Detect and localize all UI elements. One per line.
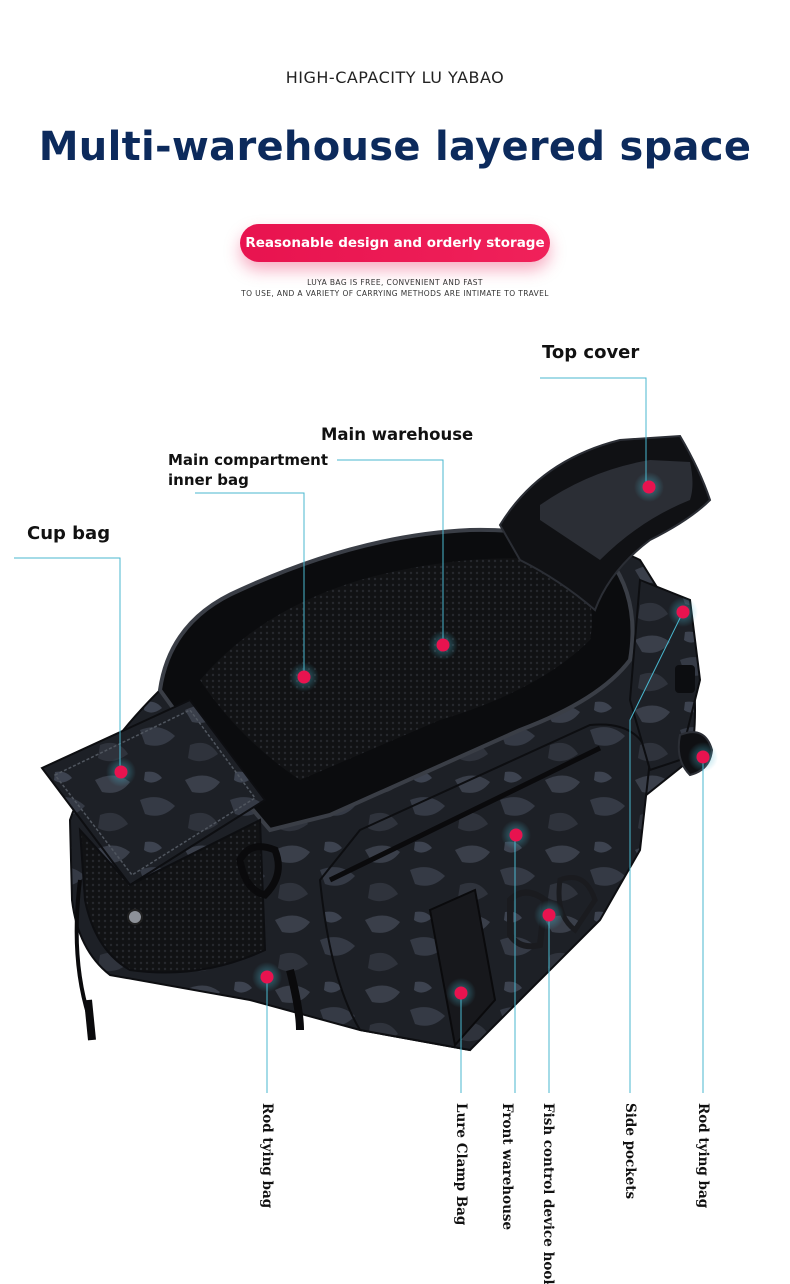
label-rod-tying-right: Rod tying bag (695, 1103, 711, 1209)
label-fish-control-line-1: Fish control device (540, 1103, 556, 1247)
dot-top-cover (634, 472, 664, 502)
description-line-1: LUYA BAG IS FREE, CONVENIENT AND FAST (307, 278, 483, 287)
leader-inner-bag (195, 492, 305, 677)
label-fish-control-line-2: hook (540, 1251, 556, 1284)
dot-rod-tying-left (252, 962, 282, 992)
callout-dots (106, 472, 718, 1008)
label-cup-bag: Cup bag (27, 523, 111, 544)
feature-pill: Reasonable design and orderly storage (240, 224, 550, 262)
label-top-cover: Top cover (542, 342, 640, 363)
label-inner-bag: Main compartment inner bag (168, 450, 328, 490)
label-main-warehouse: Main warehouse (321, 425, 474, 444)
dot-rod-tying-right (688, 742, 718, 772)
label-fish-control: Fish control device hook (540, 1103, 556, 1284)
bag-illustration (40, 434, 714, 1052)
description: LUYA BAG IS FREE, CONVENIENT AND FAST TO… (0, 277, 790, 299)
leader-cup-bag (14, 557, 121, 772)
label-front-warehouse-line-1: Front (499, 1103, 515, 1145)
label-inner-bag-line-2: inner bag (168, 471, 249, 489)
dot-lure-clamp (446, 978, 476, 1008)
description-line-2: TO USE, AND A VARIETY OF CARRYING METHOD… (241, 289, 549, 298)
label-side-pockets: Side pockets (622, 1103, 638, 1200)
dot-cup-bag (106, 757, 136, 787)
label-rod-tying-left: Rod tying bag (259, 1103, 275, 1209)
leader-top-cover (540, 377, 647, 487)
callout-lines (14, 377, 704, 1093)
dot-side-pockets (668, 597, 698, 627)
label-lure-clamp: Lure Clamp Bag (453, 1103, 469, 1226)
leader-main-warehouse (337, 459, 444, 645)
label-inner-bag-line-1: Main compartment (168, 451, 328, 469)
kicker-text: HIGH-CAPACITY LU YABAO (285, 68, 505, 87)
dot-front-warehouse (501, 820, 531, 850)
page-title: Multi-warehouse layered space (38, 124, 752, 170)
label-front-warehouse-line-2: warehouse (499, 1149, 515, 1231)
dot-inner-bag (289, 662, 319, 692)
leader-side-pockets (629, 611, 684, 1093)
label-front-warehouse: Front warehouse (499, 1103, 515, 1243)
dot-fish-control (534, 900, 564, 930)
dot-main-warehouse (428, 630, 458, 660)
